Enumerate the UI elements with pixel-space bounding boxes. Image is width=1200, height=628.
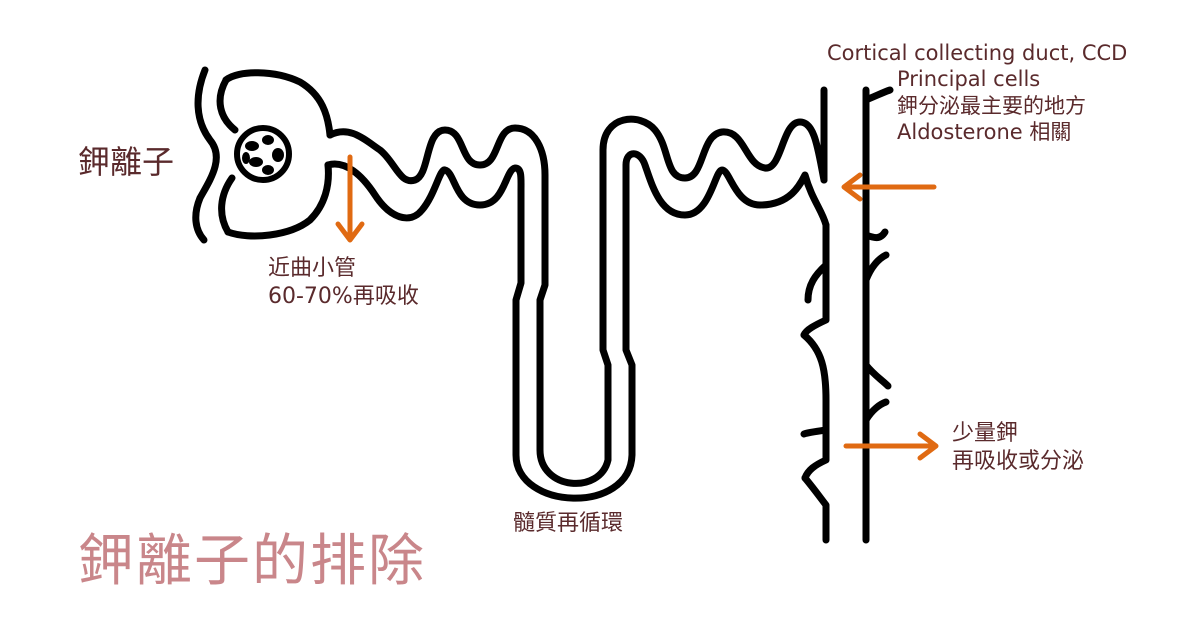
pct-label-line1: 近曲小管 [268, 256, 357, 281]
potassium-label: 鉀離子 [78, 143, 175, 181]
nephron-tubule [324, 115, 830, 502]
glomerulus [234, 125, 292, 183]
page-title: 鉀離子的排除 [78, 529, 426, 594]
small-potassium-label: 少量鉀 再吸收或分泌 [952, 420, 1084, 475]
bowman-capsule [192, 66, 334, 244]
ccd-label-line4: Aldosterone 相關 [897, 119, 1072, 144]
ccd-label-line2: Principal cells [897, 67, 1041, 92]
pct-label-line2: 60-70%再吸收 [268, 283, 419, 309]
pct-arrow [335, 154, 365, 243]
loop-label: 髓質再循環 [513, 511, 624, 536]
ccd-label-line3: 鉀分泌最主要的地方 [897, 93, 1086, 118]
small-potassium-line2: 再吸收或分泌 [952, 448, 1085, 474]
ccd-label: Cortical collecting duct, CCD Principal … [827, 40, 1127, 145]
ccd-label-line1: Cortical collecting duct, CCD [827, 41, 1128, 65]
collecting-duct [800, 86, 894, 544]
pct-label: 近曲小管 60-70%再吸收 [268, 255, 419, 310]
ccd-secretion-arrow [841, 172, 937, 202]
small-potassium-arrow [843, 431, 939, 461]
small-potassium-line1: 少量鉀 [952, 421, 1019, 446]
